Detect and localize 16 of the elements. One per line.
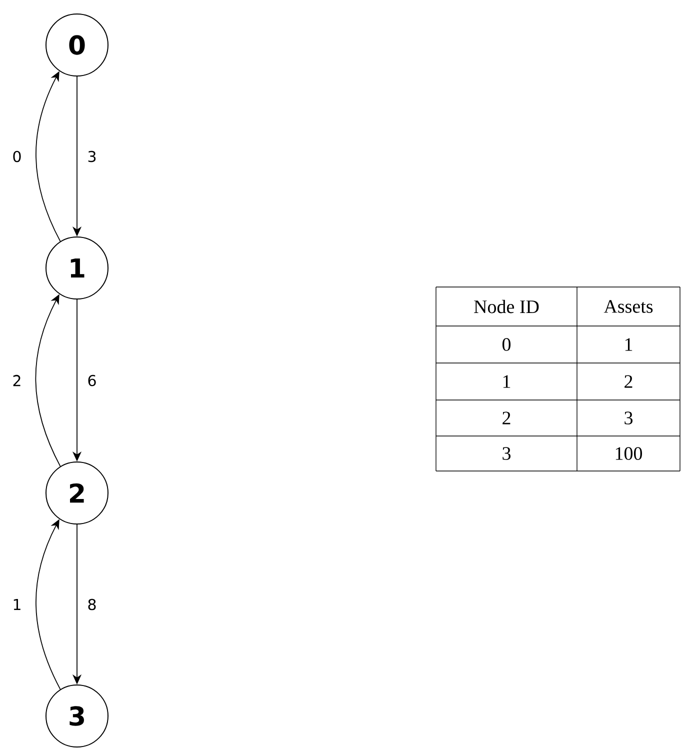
table-cell: 0: [502, 338, 511, 351]
table-cell: 2: [502, 412, 510, 424]
table-header: Assets: [604, 300, 653, 313]
table-cell: 100: [616, 447, 642, 460]
table-header: Node ID: [474, 300, 539, 314]
edge-label: 1: [11, 598, 23, 611]
table-cell: 3: [502, 447, 510, 460]
table-cell: 1: [503, 375, 510, 388]
table-cell: 3: [624, 412, 632, 424]
edge-label: 2: [11, 374, 23, 388]
edge-label: 8: [86, 598, 98, 612]
table-cell: 1: [625, 338, 632, 351]
edge-label: 0: [11, 150, 23, 164]
table-cell: 2: [624, 375, 632, 388]
edge-label: 3: [86, 150, 98, 164]
edge-label: 6: [86, 374, 98, 388]
